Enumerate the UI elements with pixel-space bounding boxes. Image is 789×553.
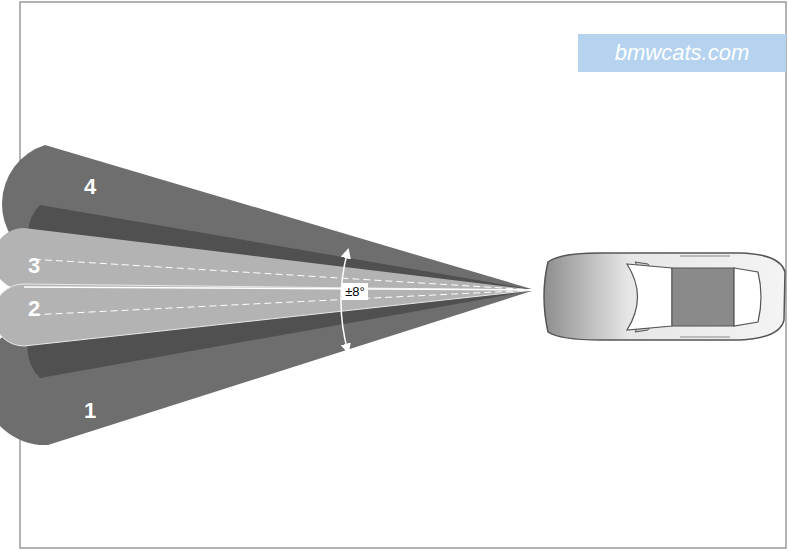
beam-axis <box>24 287 535 290</box>
callout-number: 1 <box>84 400 96 422</box>
beam-2 <box>0 284 535 346</box>
beam-edge <box>0 284 535 346</box>
angle-arc <box>341 250 348 352</box>
angle-label: ±8° <box>342 283 368 300</box>
callout-number: 3 <box>28 255 40 277</box>
beam-axis <box>30 259 535 290</box>
beam-axis <box>30 290 535 315</box>
watermark: bmwcats.com <box>615 42 749 64</box>
callout-number: 4 <box>84 176 96 198</box>
car <box>544 253 785 340</box>
callout-number: 2 <box>28 298 40 320</box>
beam-3 <box>0 228 535 290</box>
watermark-box <box>578 34 786 72</box>
